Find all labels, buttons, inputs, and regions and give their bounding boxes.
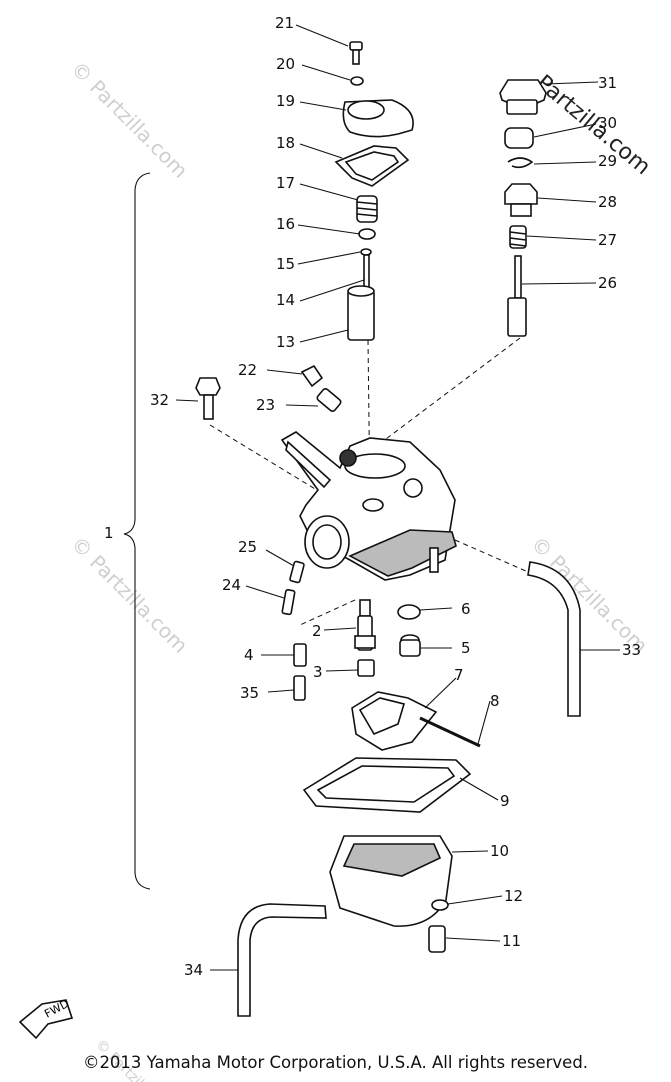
- part-21-screw: [349, 41, 363, 51]
- part-17-coil: [356, 201, 378, 217]
- callout-23: 23: [256, 396, 275, 414]
- callout-24: 24: [222, 576, 241, 594]
- callout-34: 34: [184, 961, 203, 979]
- callout-5: 5: [461, 639, 471, 657]
- part-27-spring: [509, 225, 527, 249]
- callout-13: 13: [276, 333, 295, 351]
- part-28-shaft: [510, 203, 532, 217]
- carburetor-screw-boss: [339, 449, 357, 467]
- part-31-body: [506, 99, 538, 115]
- callout-1: 1: [104, 524, 114, 542]
- callout-26: 26: [598, 274, 617, 292]
- callout-29: 29: [598, 152, 617, 170]
- part-6-gasket: [397, 604, 421, 620]
- callout-32: 32: [150, 391, 169, 409]
- part-7-float-top: [358, 697, 406, 736]
- callout-6: 6: [461, 600, 471, 618]
- part-24-screw: [281, 589, 296, 616]
- callout-33: 33: [622, 641, 641, 659]
- callout-25: 25: [238, 538, 257, 556]
- callout-31: 31: [598, 74, 617, 92]
- part-11-drain-screw: [428, 925, 446, 953]
- fwd-arrow-icon: [18, 999, 74, 1040]
- part-12-washer: [431, 899, 449, 911]
- part-27-coil: [509, 231, 527, 247]
- part-23-spring: [316, 387, 342, 413]
- callout-12: 12: [504, 887, 523, 905]
- part-22-screw: [300, 364, 324, 388]
- callout-19: 19: [276, 92, 295, 110]
- part-19-cap-top: [347, 100, 385, 120]
- part-32-bolt-head: [195, 377, 221, 396]
- callout-18: 18: [276, 134, 295, 152]
- part-28-nut: [504, 183, 538, 205]
- callout-4: 4: [244, 646, 254, 664]
- callout-11: 11: [502, 932, 521, 950]
- callout-2: 2: [312, 622, 322, 640]
- copyright-notice: ©2013 Yamaha Motor Corporation, U.S.A. A…: [82, 1053, 589, 1072]
- callout-35: 35: [240, 684, 259, 702]
- callout-30: 30: [598, 114, 617, 132]
- part-15-clip: [360, 248, 372, 256]
- callout-7: 7: [454, 666, 464, 684]
- watermark: © Partzilla.com: [66, 532, 192, 658]
- carburetor-body-rail: [285, 440, 332, 489]
- part-33-tube: [527, 561, 581, 717]
- callout-14: 14: [276, 291, 295, 309]
- part-26-plunger: [507, 297, 527, 337]
- part-34-tube: [237, 903, 327, 1017]
- part-26-plunger-rod: [514, 255, 522, 299]
- part-29-circlip: [507, 157, 534, 169]
- leader-lines: [175, 24, 620, 971]
- part-30-rubber: [504, 127, 534, 149]
- callout-28: 28: [598, 193, 617, 211]
- part-8-float-pin: [419, 716, 481, 748]
- part-13-top: [347, 285, 375, 297]
- callout-15: 15: [276, 255, 295, 273]
- part-3-jet: [357, 659, 375, 677]
- part-4-jet: [293, 643, 307, 667]
- callout-3: 3: [313, 663, 323, 681]
- callouts: 21 20 19 18 17 16 15 14 13 31 30 29 28 2…: [104, 14, 641, 979]
- carburetor-intake-inner: [312, 524, 342, 560]
- callout-22: 22: [238, 361, 257, 379]
- carburetor-leg: [429, 547, 439, 573]
- callout-16: 16: [276, 215, 295, 233]
- part-2-jet-tip: [359, 599, 371, 617]
- part-13-throttle-valve: [347, 289, 375, 341]
- callout-10: 10: [490, 842, 509, 860]
- part-35-jet: [293, 675, 306, 701]
- callout-9: 9: [500, 792, 510, 810]
- carburetor-body-floor: [348, 529, 457, 577]
- part-25-screw: [289, 560, 305, 584]
- callout-27: 27: [598, 231, 617, 249]
- carburetor-side-port: [403, 478, 423, 498]
- callout-8: 8: [490, 692, 500, 710]
- carburetor-valve-bore: [362, 498, 384, 512]
- watermark: © Partzilla.com: [526, 532, 652, 658]
- part-16-seat: [358, 228, 376, 240]
- part-2-jet-base: [354, 635, 376, 649]
- part-18-gasket-inner: [344, 151, 400, 181]
- callout-20: 20: [276, 55, 295, 73]
- part-5-valve-body: [399, 639, 421, 657]
- callout-21: 21: [275, 14, 294, 32]
- part-9-gasket-inner: [316, 765, 456, 803]
- watermark: © Partzilla.com: [66, 57, 192, 183]
- part-10-bowl-opening: [342, 843, 442, 877]
- part-32-bolt-shaft: [203, 394, 214, 420]
- assembly-bracket: [123, 172, 151, 890]
- callout-17: 17: [276, 174, 295, 192]
- part-20-washer: [350, 76, 364, 86]
- part-21-screw-shaft: [352, 49, 360, 65]
